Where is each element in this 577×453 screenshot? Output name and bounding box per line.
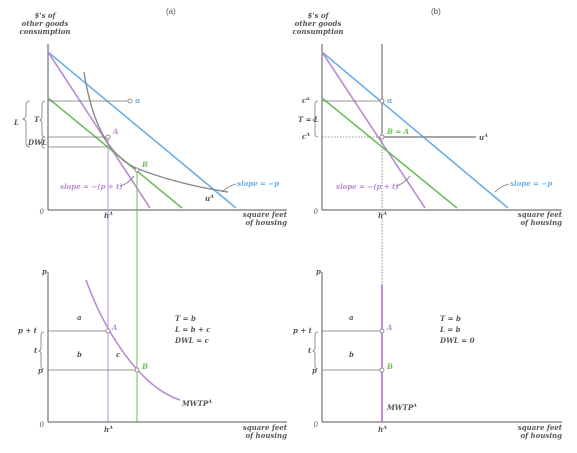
panel-a-label-t: t xyxy=(34,346,38,355)
panel-a-brace-T xyxy=(39,100,46,138)
panel-a-x-axis-title-2: of housing xyxy=(245,218,287,227)
panel-a-lower-origin: 0 xyxy=(40,421,45,429)
panel-b-lower-label-A: A xyxy=(386,323,393,332)
panel-a-mwtp-curve xyxy=(85,279,181,401)
panel-b-eq-T: T = b xyxy=(440,314,461,323)
panel-a-slope-before-tax-pointer xyxy=(221,183,237,193)
panel-a-label-p-plus-t: p + t xyxy=(18,326,38,335)
panel-a-point-alpha xyxy=(127,98,133,104)
panel-b-area-b: b xyxy=(349,350,354,359)
panel-b-slope-with-tax-pointer xyxy=(395,175,411,187)
panel-a-label-L: L xyxy=(13,118,19,127)
panel-b-brace-TL xyxy=(312,100,319,138)
panel-b-point-BA xyxy=(379,134,385,140)
panel-b-area-a: a xyxy=(349,313,354,322)
panel-b-mwtp-label: MWTPA xyxy=(386,403,417,412)
panel-a-p-axis-label: p xyxy=(42,267,47,276)
panel-b-eq-L: L = b xyxy=(439,325,461,334)
panel-a-upper-h-tick: hA xyxy=(104,211,113,220)
panel-a-slope-with-tax: slope = −(p + t) xyxy=(60,182,123,191)
panel-a-brace-t xyxy=(38,331,45,370)
panel-a-lower-x-axis-title-1: square feet xyxy=(243,423,288,432)
panel-a-indifference-curve xyxy=(83,71,229,193)
panel-a-label-B: B xyxy=(141,160,148,169)
panel-a-label-T: T xyxy=(34,115,40,124)
panel-b-label-BA: B = A xyxy=(386,127,410,136)
panel-b-caption: (b) xyxy=(431,7,441,16)
panel-a-eq-L: L = b + c xyxy=(174,325,211,334)
panel-a-budget-line-before-tax xyxy=(47,51,237,209)
panel-b-upper-h-tick: hA xyxy=(378,211,387,220)
panel-a-budget-line-with-tax xyxy=(47,51,151,209)
panel-b-budget-line-before-tax xyxy=(321,51,509,209)
panel-a-label-alpha: α xyxy=(135,96,141,105)
panel-b-label-t: t xyxy=(308,346,312,355)
panel-a-x-axis-title-1: square feet xyxy=(243,210,288,219)
panel-a-eq-T: T = b xyxy=(175,314,196,323)
panel-a-lower-x-axis-title-2: of housing xyxy=(245,431,287,440)
panel-b-y-axis-title-1: $'s of xyxy=(307,11,330,20)
panel-b-y-axis-title-3: consumption xyxy=(292,27,343,36)
panel-b-budget-line-with-tax xyxy=(321,51,426,209)
panel-a-lower-point-B xyxy=(134,367,140,373)
panel-b-lower-h-tick: hA xyxy=(378,425,387,434)
panel-a-slope-with-tax-pointer xyxy=(119,175,135,187)
panel-b-slope-before-tax: slope = −p xyxy=(510,179,552,188)
panel-a-label-A: A xyxy=(112,127,119,136)
panel-a-y-axis-title-3: consumption xyxy=(19,27,70,36)
panel-a-y-axis-title-2: other goods xyxy=(22,19,69,28)
panel-b-p-axis-label: p xyxy=(316,267,321,276)
panel-b-point-alpha xyxy=(379,98,385,104)
panel-b-y-axis-title-2: other goods xyxy=(295,19,342,28)
panel-b-compensated-budget-line xyxy=(321,97,458,209)
panel-b-x-axis-title-2: of housing xyxy=(520,218,562,227)
panel-a-utility-label: uA xyxy=(205,194,214,203)
panel-a-area-a: a xyxy=(77,313,82,322)
panel-b-lower-point-B xyxy=(379,367,385,373)
panel-a: (a) $'s of other goods consumption squar… xyxy=(13,7,288,440)
panel-a-lower-label-B: B xyxy=(141,362,148,371)
panel-b-lower-point-A xyxy=(379,328,385,334)
panel-b-slope-before-tax-pointer xyxy=(494,183,510,193)
panel-a-brace-DWL xyxy=(39,136,46,149)
panel-a-slope-before-tax: slope = −p xyxy=(237,179,279,188)
panel-b-label-p-plus-t: p + t xyxy=(293,326,313,335)
panel-a-caption: (a) xyxy=(166,7,176,16)
panel-a-area-c: c xyxy=(116,350,121,359)
panel-b-utility-label: uA xyxy=(479,133,488,142)
panel-b-eq-DWL: DWL = 0 xyxy=(439,336,475,345)
panel-b-slope-with-tax: slope = −(p + t) xyxy=(336,182,399,191)
panel-a-origin: 0 xyxy=(40,208,45,216)
panel-b-lower-label-B: B xyxy=(386,362,393,371)
panel-a-eq-DWL: DWL = c xyxy=(174,336,210,345)
panel-a-y-axis-title-1: $'s of xyxy=(34,11,57,20)
panel-a-mwtp-label: MWTPA xyxy=(181,399,212,408)
panel-a-point-B xyxy=(134,167,140,173)
panel-b-label-c-A: cA xyxy=(302,132,310,141)
panel-a-point-A xyxy=(105,134,111,140)
panel-a-label-DWL: DWL xyxy=(27,138,47,147)
panel-b-label-c-alpha: cα xyxy=(302,96,310,105)
panel-a-lower-point-A xyxy=(105,328,111,334)
panel-b-lower-origin: 0 xyxy=(314,421,319,429)
panel-b: (b) $'s of other goods consumption squar… xyxy=(292,7,562,440)
panel-a-lower-h-tick: hA xyxy=(104,425,113,434)
panel-a-label-p: p xyxy=(38,366,43,375)
panel-b-label-alpha: α xyxy=(387,96,393,105)
panel-b-lower-x-axis-title-1: square feet xyxy=(518,423,563,432)
panel-b-origin: 0 xyxy=(314,208,319,216)
panel-b-lower-x-axis-title-2: of housing xyxy=(520,431,562,440)
panel-a-brace-L xyxy=(21,100,31,148)
panel-b-x-axis-title-1: square feet xyxy=(518,210,563,219)
panel-a-lower-label-A: A xyxy=(111,323,118,332)
panel-a-area-b: b xyxy=(77,350,82,359)
panel-b-label-TL: T = L xyxy=(298,115,319,124)
panel-b-label-p: p xyxy=(312,366,317,375)
panel-b-brace-t xyxy=(312,331,319,370)
